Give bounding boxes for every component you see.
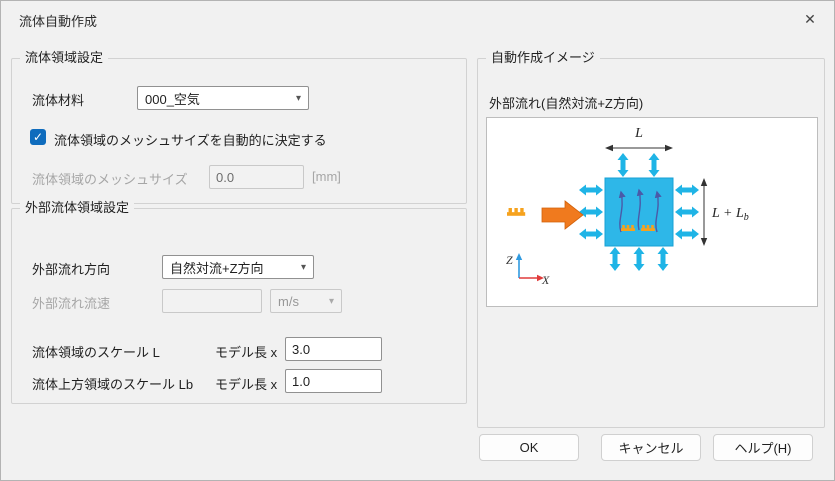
flow-speed-unit-value: m/s [278, 293, 299, 309]
measure-L [605, 144, 673, 152]
material-combobox-value: 000_空気 [145, 91, 200, 107]
external-region-group: 外部流体領域設定 外部流れ方向 自然対流+Z方向 ▾ 外部流れ流速 m/s ▾ … [11, 200, 467, 404]
label-L-plus-Lb: L + Lb [711, 206, 749, 223]
flow-speed-input [162, 289, 262, 313]
material-combobox[interactable]: 000_空気 ▾ [137, 86, 309, 110]
axis-z-label: Z [506, 253, 513, 267]
mesh-size-input [209, 165, 304, 189]
cancel-button[interactable]: キャンセル [601, 434, 701, 461]
chevron-down-icon: ▾ [295, 92, 301, 104]
close-icon[interactable]: ✕ [804, 10, 816, 27]
axis-x-label: X [541, 273, 550, 287]
preview-illustration: L L + Lb [486, 117, 818, 307]
auto-mesh-checkbox[interactable]: ✓ [30, 129, 46, 145]
chip-icon [507, 208, 526, 216]
convection-arrows [618, 188, 662, 233]
fluid-region-group-title: 流体領域設定 [20, 50, 109, 66]
dialog-title: 流体自動作成 [19, 14, 98, 29]
scale-l-label: 流体領域のスケール L [32, 345, 160, 360]
chevron-down-icon: ▾ [328, 295, 334, 307]
checkmark-icon: ✓ [32, 130, 44, 144]
flow-speed-unit-combobox: m/s ▾ [270, 289, 342, 313]
help-button[interactable]: ヘルプ(H) [713, 434, 813, 461]
flow-speed-label: 外部流れ流速 [32, 296, 111, 311]
preview-group: 自動作成イメージ 外部流れ(自然対流+Z方向) [477, 50, 825, 428]
fluid-region-group: 流体領域設定 流体材料 000_空気 ▾ ✓ 流体領域のメッシュサイズを自動的に… [11, 50, 467, 204]
ok-button[interactable]: OK [479, 434, 579, 461]
label-L: L [634, 126, 643, 141]
scale-lb-prefix-label: モデル長 x [215, 377, 278, 392]
flow-direction-combobox-value: 自然対流+Z方向 [170, 260, 264, 276]
scale-lb-input[interactable] [285, 369, 382, 393]
external-flow-arrow [541, 200, 584, 230]
external-region-group-title: 外部流体領域設定 [20, 200, 135, 216]
preview-group-title: 自動作成イメージ [486, 50, 600, 66]
chip-icon [621, 225, 635, 231]
auto-mesh-checkbox-label: 流体領域のメッシュサイズを自動的に決定する [54, 133, 327, 148]
measure-L-plus-Lb [700, 178, 708, 246]
mesh-size-unit-label: [mm] [312, 169, 341, 184]
scale-l-prefix-label: モデル長 x [215, 345, 278, 360]
flow-direction-combobox[interactable]: 自然対流+Z方向 ▾ [162, 255, 314, 279]
preview-caption: 外部流れ(自然対流+Z方向) [489, 96, 644, 111]
axes: Z X [506, 253, 550, 287]
scale-l-input[interactable] [285, 337, 382, 361]
mesh-size-label: 流体領域のメッシュサイズ [32, 172, 188, 187]
flow-direction-label: 外部流れ方向 [32, 262, 111, 277]
scale-lb-label: 流体上方領域のスケール Lb [32, 377, 194, 392]
material-label: 流体材料 [32, 93, 85, 108]
flow-diagram: L L + Lb [506, 126, 749, 287]
chevron-down-icon: ▾ [300, 261, 306, 273]
chip-icon [641, 225, 655, 231]
